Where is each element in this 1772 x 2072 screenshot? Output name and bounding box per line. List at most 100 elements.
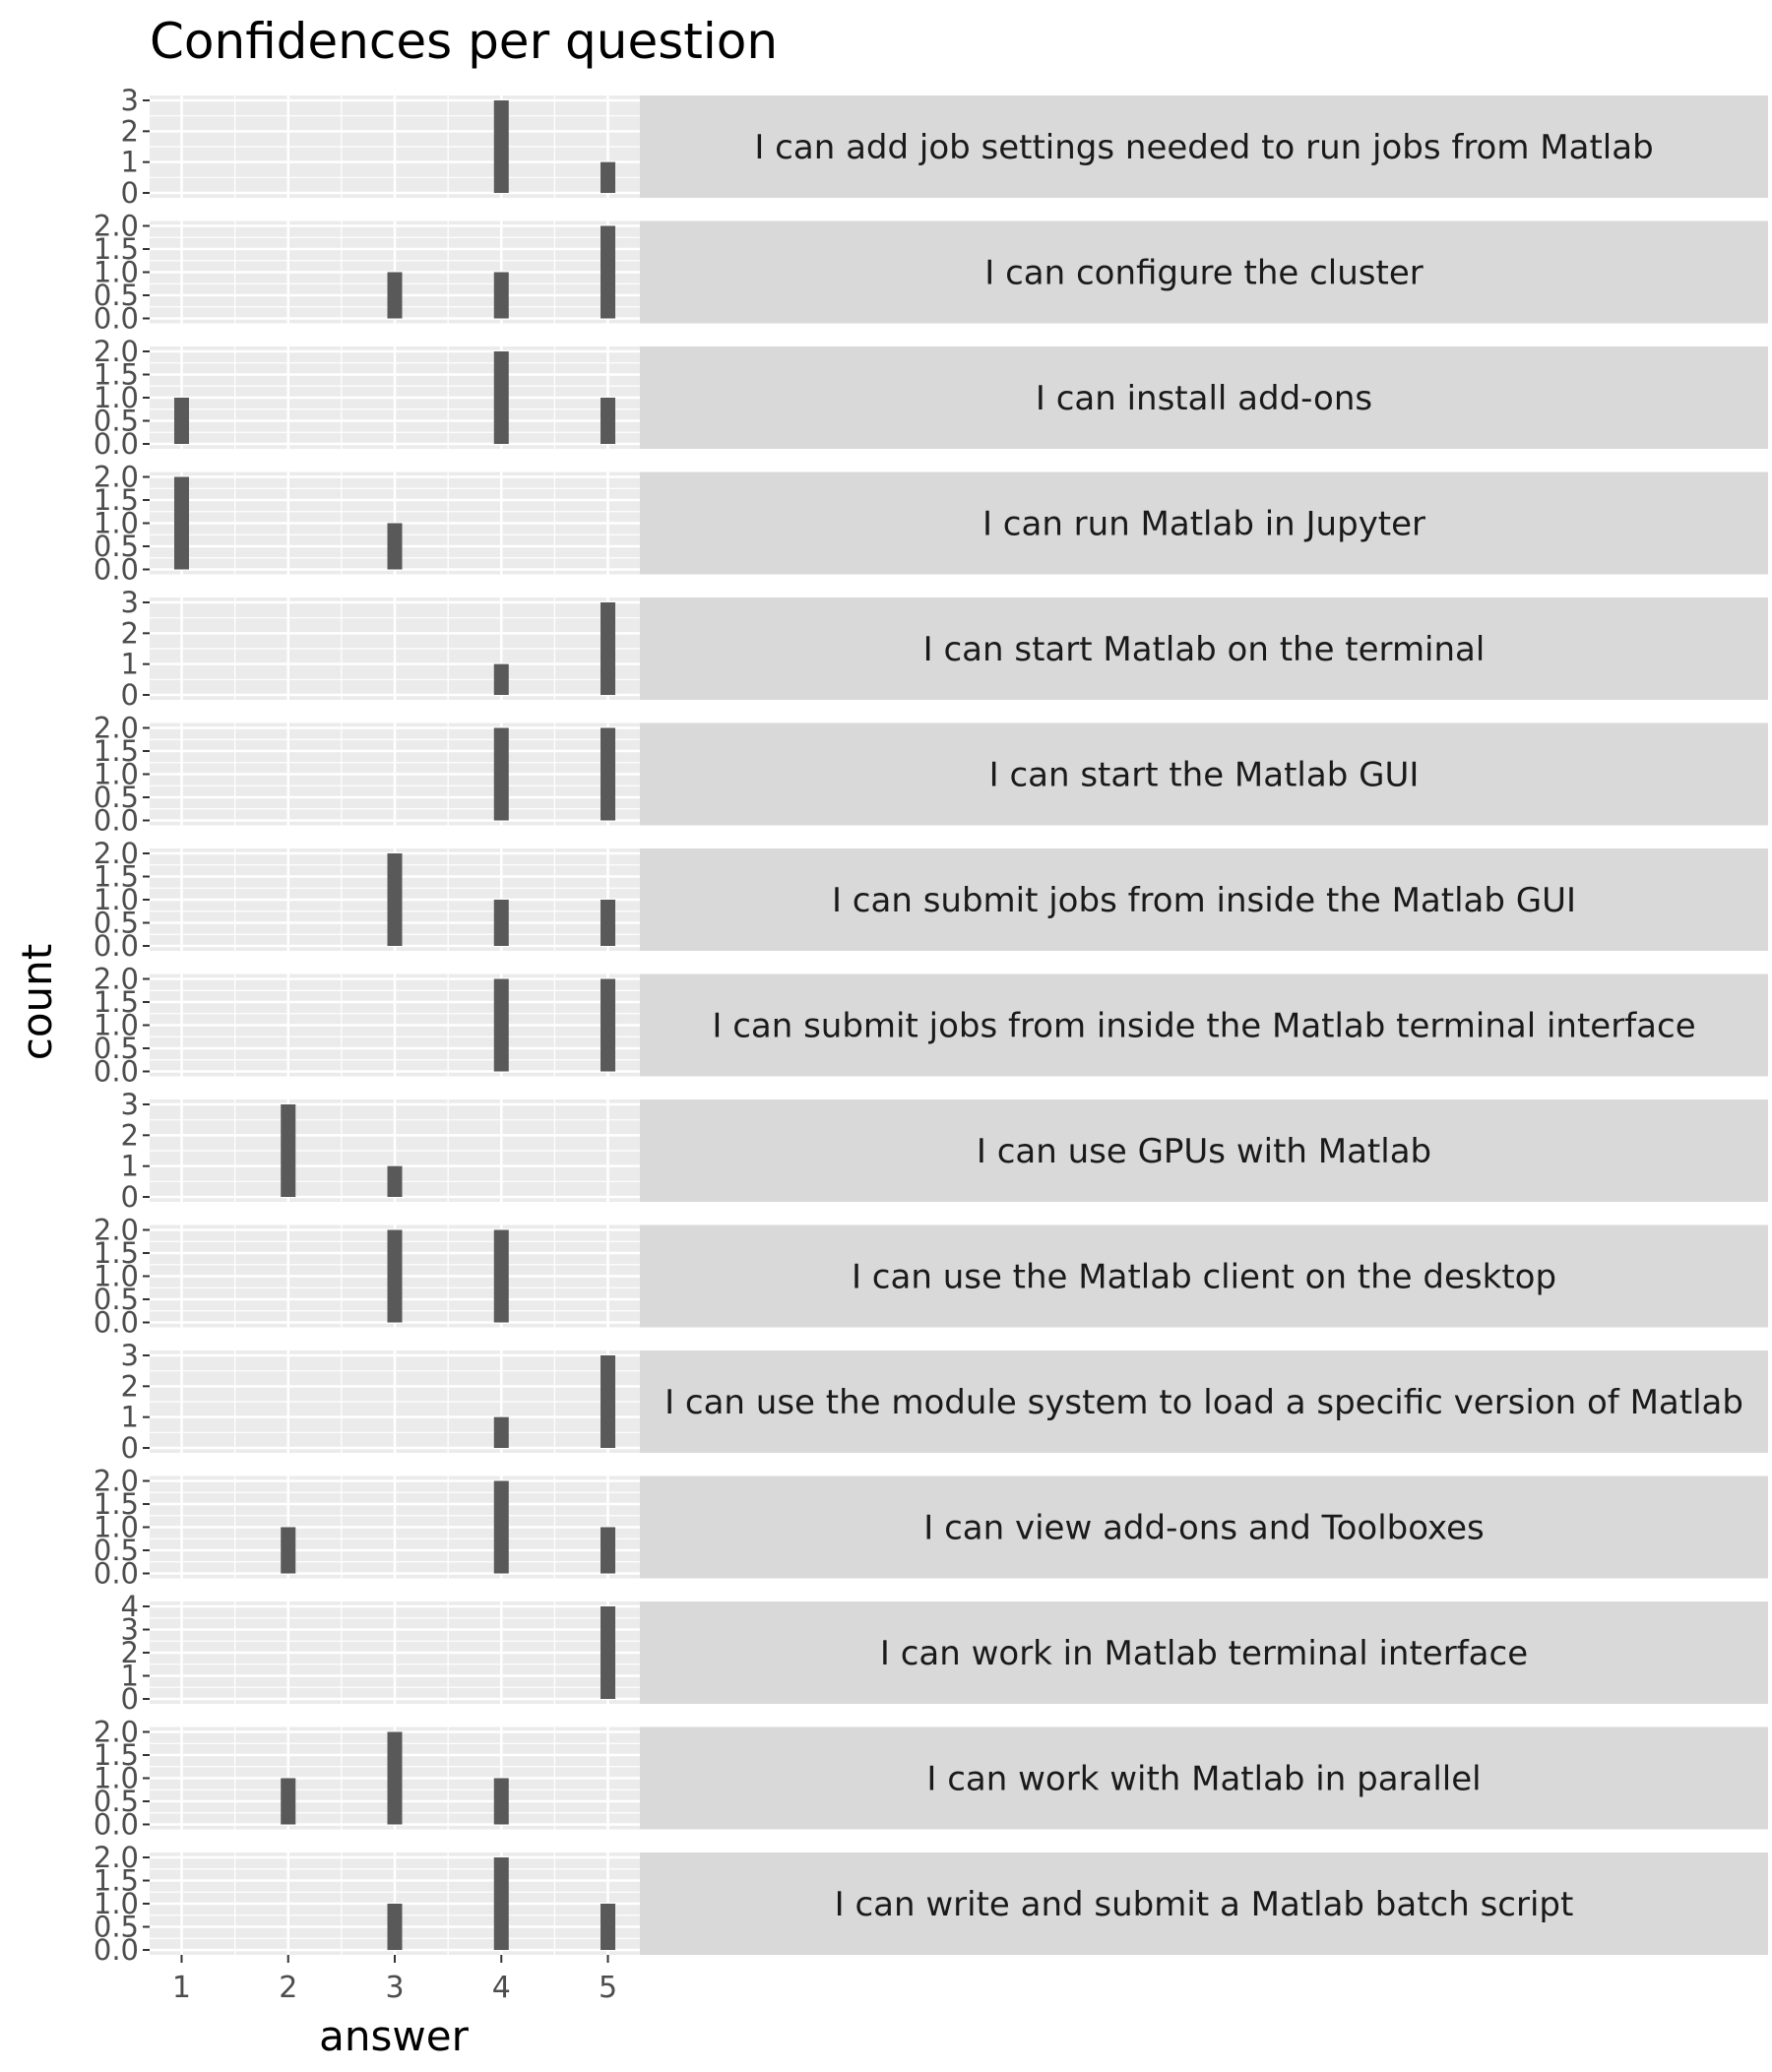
- facet-strip: [640, 973, 1768, 1077]
- x-tick-label: 3: [385, 1971, 404, 2005]
- facet-panel: 0.00.51.01.52.0I can submit jobs from in…: [94, 837, 1768, 963]
- bar: [601, 1606, 616, 1699]
- y-tick-label: 1: [121, 146, 139, 179]
- facet-strip: [640, 848, 1768, 951]
- facet-strip-label: I can work in Matlab terminal interface: [880, 1634, 1528, 1673]
- y-tick-label: 1: [121, 1660, 139, 1693]
- bar: [493, 1778, 509, 1825]
- y-tick-label: 1.5: [94, 358, 139, 392]
- y-tick-label: 1.5: [94, 1487, 139, 1521]
- facet-strip-label: I can write and submit a Matlab batch sc…: [835, 1885, 1574, 1924]
- y-tick-label: 0.5: [94, 1283, 139, 1316]
- y-tick-label: 0.5: [94, 405, 139, 438]
- facet-panel: 0.00.51.01.52.0I can view add-ons and To…: [94, 1465, 1768, 1591]
- x-tick-label: 1: [172, 1971, 191, 2005]
- bar: [493, 727, 509, 821]
- y-tick-label: 0.5: [94, 1785, 139, 1818]
- y-axis-title: count: [13, 944, 61, 1061]
- facet-panel: 0.00.51.01.52.0I can work with Matlab in…: [94, 1716, 1768, 1842]
- y-tick-label: 2.0: [94, 210, 139, 243]
- y-tick-label: 1.5: [94, 483, 139, 517]
- y-tick-label: 1: [121, 1150, 139, 1183]
- bar: [281, 1778, 296, 1825]
- facet-strip-label: I can start the Matlab GUI: [989, 756, 1420, 795]
- y-tick-label: 1: [121, 1401, 139, 1434]
- y-tick-label: 2.0: [94, 837, 139, 870]
- y-tick-label: 3: [121, 1339, 139, 1372]
- facet-panel: 0.00.51.01.52.0I can use the Matlab clie…: [94, 1214, 1768, 1340]
- y-tick-label: 2: [121, 1369, 139, 1403]
- facet-panel: 0.00.51.01.52.0I can submit jobs from in…: [94, 963, 1768, 1089]
- y-tick-label: 3: [121, 1613, 139, 1647]
- facet-strip-label: I can submit jobs from inside the Matlab…: [712, 1007, 1695, 1046]
- bar: [601, 1527, 616, 1574]
- y-tick-label: 0: [121, 1180, 139, 1214]
- y-tick-label: 1.0: [94, 883, 139, 916]
- y-tick-label: 4: [121, 1590, 139, 1623]
- bar: [387, 853, 403, 946]
- y-tick-label: 0: [121, 1431, 139, 1465]
- bar: [387, 1731, 403, 1825]
- y-tick-label: 0: [121, 176, 139, 210]
- bar: [493, 351, 509, 444]
- y-tick-label: 0.0: [94, 804, 139, 838]
- y-tick-label: 0: [121, 1682, 139, 1716]
- facet-strip: [640, 95, 1768, 198]
- y-tick-label: 1.0: [94, 1887, 139, 1920]
- y-tick-label: 0.5: [94, 907, 139, 940]
- y-tick-label: 0.5: [94, 1032, 139, 1065]
- y-tick-label: 0.5: [94, 781, 139, 814]
- bar: [601, 900, 616, 946]
- bar: [601, 398, 616, 444]
- bar: [601, 161, 616, 193]
- facet-panel: 0.00.51.01.52.0I can write and submit a …: [94, 1841, 1768, 1967]
- y-tick-label: 2.0: [94, 335, 139, 368]
- y-tick-label: 0.5: [94, 1911, 139, 1944]
- y-tick-label: 1.0: [94, 381, 139, 414]
- bar: [493, 663, 509, 695]
- y-tick-label: 2: [121, 1118, 139, 1152]
- y-tick-label: 3: [121, 586, 139, 619]
- y-tick-label: 1.5: [94, 1738, 139, 1772]
- bar: [493, 1857, 509, 1950]
- y-tick-label: 0.5: [94, 279, 139, 312]
- y-tick-label: 1.0: [94, 507, 139, 540]
- y-tick-label: 2: [121, 616, 139, 650]
- facet-strip: [640, 597, 1768, 700]
- bar: [173, 398, 189, 444]
- bar: [173, 476, 189, 570]
- y-tick-label: 1.0: [94, 1260, 139, 1293]
- chart-title: Confidences per question: [150, 13, 778, 70]
- y-tick-label: 2.0: [94, 461, 139, 494]
- y-tick-label: 3: [121, 84, 139, 117]
- facet-strip-label: I can add job settings needed to run job…: [754, 128, 1653, 167]
- facet-strip-label: I can start Matlab on the terminal: [923, 630, 1486, 669]
- y-tick-label: 1: [121, 648, 139, 681]
- bar: [281, 1104, 296, 1197]
- bar: [493, 1229, 509, 1323]
- facet-strip-label: I can work with Matlab in parallel: [926, 1760, 1481, 1799]
- y-tick-label: 1.0: [94, 256, 139, 289]
- facet-panel: 0.00.51.01.52.0I can start the Matlab GU…: [94, 712, 1768, 838]
- bar: [493, 900, 509, 946]
- bar: [387, 1165, 403, 1197]
- y-tick-label: 2.0: [94, 1716, 139, 1749]
- facet-strip: [640, 1350, 1768, 1453]
- bar: [493, 978, 509, 1072]
- bar: [493, 1480, 509, 1574]
- facet-strip-label: I can use GPUs with Matlab: [977, 1132, 1431, 1171]
- facet-strip: [640, 220, 1768, 324]
- x-tick-label: 5: [599, 1971, 617, 2005]
- x-axis-title: answer: [319, 2012, 469, 2060]
- y-tick-label: 1.0: [94, 1009, 139, 1042]
- y-tick-label: 0.0: [94, 302, 139, 336]
- x-tick-label: 2: [279, 1971, 297, 2005]
- bar: [601, 727, 616, 821]
- facet-strip: [640, 1727, 1768, 1830]
- bar: [387, 523, 403, 570]
- facet-panel: 0.00.51.01.52.0I can configure the clust…: [94, 210, 1768, 336]
